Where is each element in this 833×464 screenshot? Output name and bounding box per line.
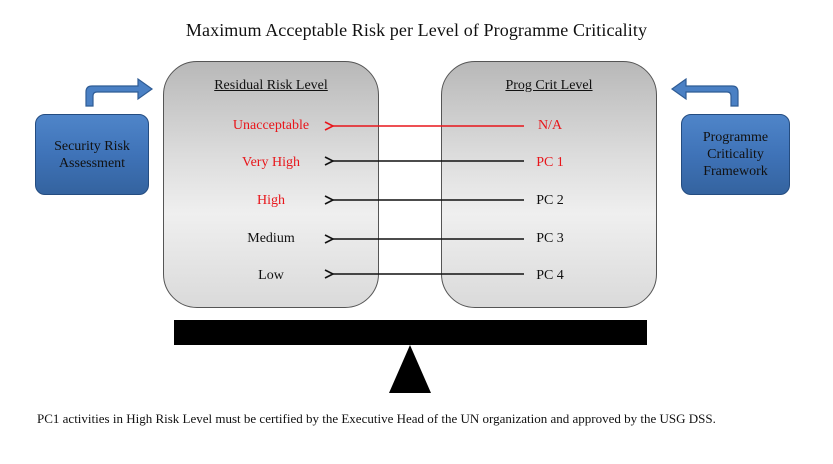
programme-criticality-framework-box: Programme Criticality Framework bbox=[681, 114, 790, 195]
residual-risk-panel: Residual Risk Level Unacceptable Very Hi… bbox=[163, 61, 379, 308]
curved-arrow-left-icon bbox=[670, 77, 739, 107]
curved-arrow-right-icon bbox=[85, 77, 154, 107]
prog-crit-panel: Prog Crit Level N/A PC 1 PC 2 PC 3 PC 4 bbox=[441, 61, 657, 308]
pc-level-na: N/A bbox=[537, 118, 563, 133]
residual-risk-heading: Residual Risk Level bbox=[214, 78, 328, 93]
risk-level-medium: Medium bbox=[247, 231, 295, 246]
risk-level-low: Low bbox=[258, 268, 284, 283]
programme-criticality-framework-label: Programme Criticality Framework bbox=[702, 130, 769, 179]
diagram-title: Maximum Acceptable Risk per Level of Pro… bbox=[185, 20, 648, 40]
footnote: PC1 activities in High Risk Level must b… bbox=[37, 411, 716, 426]
risk-level-unacceptable: Unacceptable bbox=[232, 118, 310, 133]
prog-crit-heading: Prog Crit Level bbox=[505, 78, 593, 93]
pc-level-1: PC 1 bbox=[536, 155, 564, 170]
risk-level-very-high: Very High bbox=[242, 155, 300, 170]
balance-beam bbox=[174, 320, 647, 345]
security-risk-assessment-label: Security Risk Assessment bbox=[54, 138, 130, 171]
pc-level-3: PC 3 bbox=[536, 231, 564, 246]
pc-level-4: PC 4 bbox=[536, 268, 564, 283]
security-risk-assessment-box: Security Risk Assessment bbox=[35, 114, 149, 195]
fulcrum-triangle bbox=[389, 345, 431, 393]
risk-level-high: High bbox=[257, 193, 285, 208]
pc-level-2: PC 2 bbox=[536, 193, 564, 208]
